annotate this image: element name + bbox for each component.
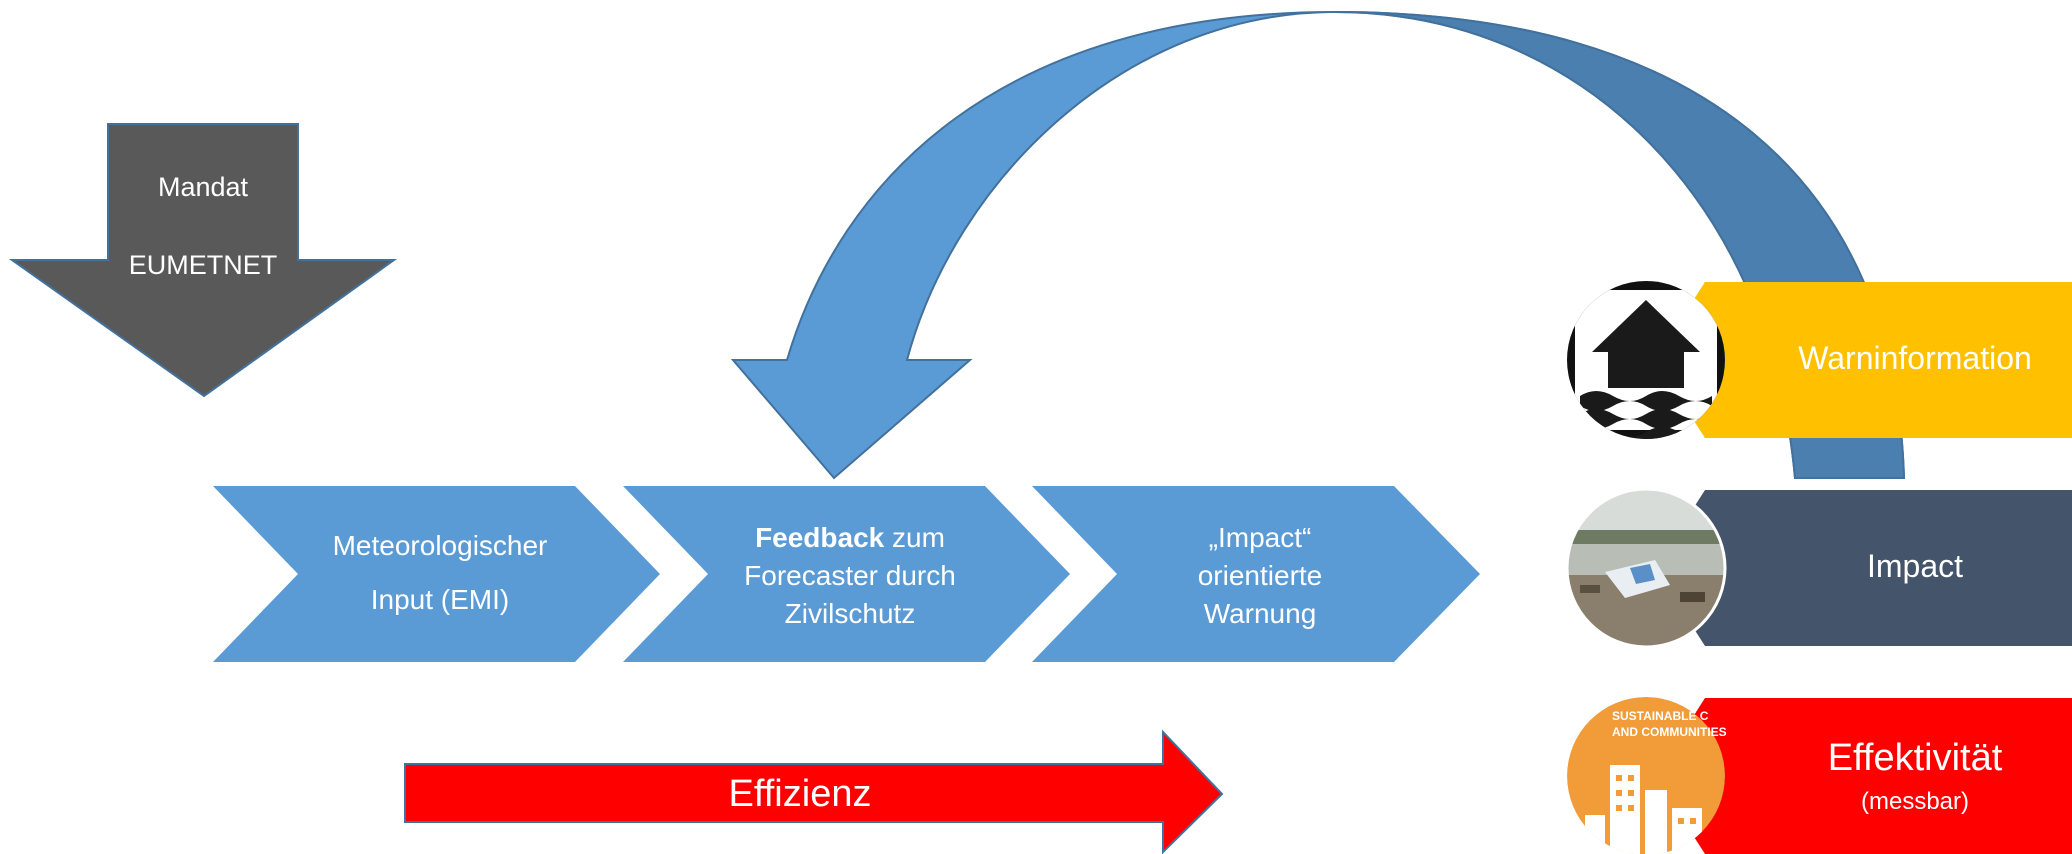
efficiency-arrow bbox=[404, 729, 1224, 854]
warn-label: Warninformation bbox=[1798, 340, 2032, 376]
chevron-3-line2: orientierte bbox=[1197, 560, 1323, 591]
effect-bar bbox=[1655, 698, 2072, 854]
process-chevron-2 bbox=[623, 486, 1070, 662]
chevron-3-line1: „Impact“ bbox=[1208, 522, 1312, 553]
sdg-badge-line1: SUSTAINABLE C bbox=[1612, 709, 1709, 723]
impact-bar bbox=[1655, 490, 2072, 646]
feedback-rest: zum bbox=[884, 522, 945, 553]
sdg-badge-line2: AND COMMUNITIES bbox=[1612, 725, 1727, 739]
process-chevron-3 bbox=[1032, 486, 1480, 662]
process-chevron-1 bbox=[213, 486, 660, 662]
mandate-arrow bbox=[8, 123, 398, 398]
impact-label: Impact bbox=[1866, 548, 1964, 584]
sustainable-cities-icon bbox=[1567, 697, 1725, 854]
warn-bar bbox=[1655, 282, 2072, 438]
chevron-1-line2: Input (EMI) bbox=[370, 584, 510, 615]
chevron-3-line3: Warnung bbox=[1203, 598, 1317, 629]
mandate-label-line2: EUMETNET bbox=[128, 250, 278, 280]
effect-label: Effektivität bbox=[1827, 737, 2003, 779]
chevron-2-line3: Zivilschutz bbox=[784, 598, 916, 629]
effect-sublabel: (messbar) bbox=[1860, 788, 1969, 815]
mandate-label-line1: Mandat bbox=[157, 172, 249, 202]
efficiency-label: Effizienz bbox=[728, 773, 872, 815]
chevron-2-line1: Feedback zum bbox=[700, 520, 1000, 556]
chevron-2-line2: Forecaster durch bbox=[744, 560, 956, 591]
chevron-1-line1: Meteorologischer bbox=[332, 530, 548, 561]
feedback-bold-word: Feedback bbox=[755, 522, 885, 553]
flood-house-icon bbox=[1567, 281, 1725, 439]
